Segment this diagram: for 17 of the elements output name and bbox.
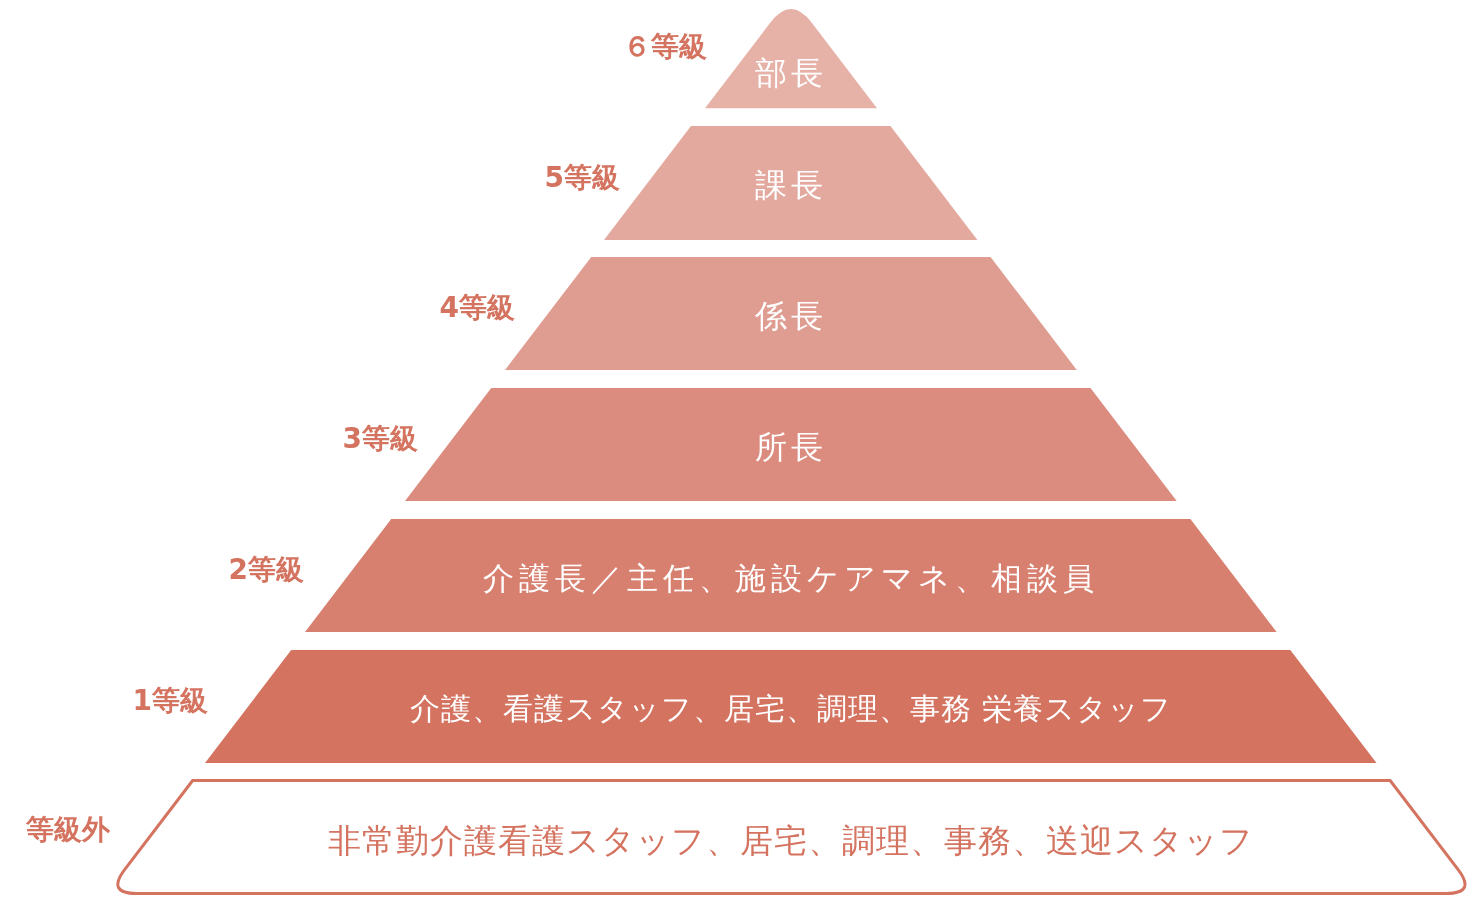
tier-label: 非常勤介護看護スタッフ、居宅、調理、事務、送迎スタッフ bbox=[328, 823, 1254, 857]
tier-label: 部長 bbox=[755, 57, 827, 89]
tier-label: 係長 bbox=[755, 300, 827, 332]
tier-label: 課長 bbox=[755, 169, 827, 201]
tier-label: 介護長／主任、施設ケアマネ、相談員 bbox=[483, 562, 1099, 594]
grade-label: 5等級 bbox=[544, 164, 620, 192]
grade-label: 4等級 bbox=[439, 294, 515, 322]
grade-label: ６等級 bbox=[623, 33, 707, 61]
grade-label: 1等級 bbox=[132, 687, 208, 715]
pyramid-tier bbox=[305, 519, 1277, 632]
tier-label: 所長 bbox=[755, 431, 827, 463]
grade-label: 3等級 bbox=[342, 425, 418, 453]
grade-label: 等級外 bbox=[26, 816, 110, 844]
grade-label: 2等級 bbox=[228, 556, 304, 584]
pyramid-tier bbox=[116, 778, 1466, 895]
tier-label: 介護、看護スタッフ、居宅、調理、事務 栄養スタッフ bbox=[409, 694, 1173, 724]
pyramid-tier bbox=[705, 8, 877, 108]
